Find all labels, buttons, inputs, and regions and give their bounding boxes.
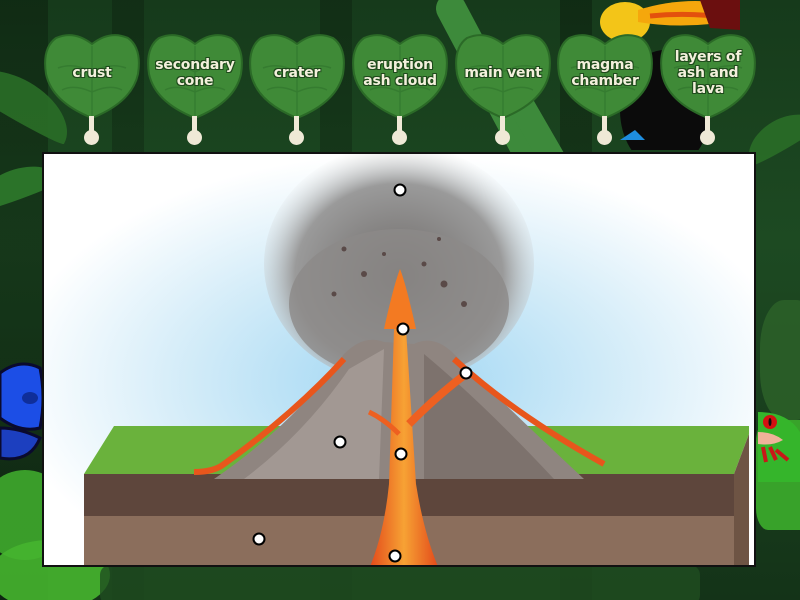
leaf-icon xyxy=(557,32,653,118)
label-pin-handle[interactable] xyxy=(495,130,510,145)
label-pin-handle[interactable] xyxy=(392,130,407,145)
label-stem xyxy=(705,116,710,134)
leaf-icon xyxy=(44,32,140,118)
label-stem xyxy=(294,116,299,134)
label-main-vent[interactable]: main vent xyxy=(453,32,553,148)
label-stem xyxy=(397,116,402,134)
label-crater[interactable]: crater xyxy=(247,32,347,148)
label-text: layers of ash and lava xyxy=(674,49,742,97)
label-pin-handle[interactable] xyxy=(84,130,99,145)
label-text: crust xyxy=(72,65,112,81)
label-text: main vent xyxy=(464,65,542,81)
label-eruption-ash-cloud[interactable]: eruption ash cloud xyxy=(350,32,450,148)
crater-target[interactable] xyxy=(396,322,410,336)
label-stem xyxy=(192,116,197,134)
leaf-icon xyxy=(352,32,448,118)
leaf-icon xyxy=(147,32,243,118)
label-text: crater xyxy=(273,65,321,81)
leaf-icon xyxy=(660,32,756,118)
label-pin-handle[interactable] xyxy=(289,130,304,145)
label-stem xyxy=(500,116,505,134)
label-text: magma chamber xyxy=(571,57,639,89)
label-stem xyxy=(89,116,94,134)
label-pin-handle[interactable] xyxy=(700,130,715,145)
leaf-icon xyxy=(455,32,551,118)
main-vent-target[interactable] xyxy=(394,447,408,461)
label-magma-chamber[interactable]: magma chamber xyxy=(555,32,655,148)
secondary-cone-target[interactable] xyxy=(459,366,473,380)
magma-chamber-target[interactable] xyxy=(388,549,402,563)
label-bank: crust secondary cone crater eruption ash… xyxy=(0,0,800,150)
leaf-icon xyxy=(249,32,345,118)
frog-illustration xyxy=(758,412,800,482)
label-layers-of-ash-and-lava[interactable]: layers of ash and lava xyxy=(658,32,758,148)
volcano-illustration xyxy=(44,154,754,565)
label-crust[interactable]: crust xyxy=(42,32,142,148)
volcano-diagram xyxy=(42,152,756,567)
ash-cloud-target[interactable] xyxy=(393,183,407,197)
label-pin-handle[interactable] xyxy=(187,130,202,145)
label-stem xyxy=(602,116,607,134)
crust-target[interactable] xyxy=(252,532,266,546)
label-pin-handle[interactable] xyxy=(597,130,612,145)
butterfly-illustration xyxy=(0,362,45,461)
label-text: eruption ash cloud xyxy=(363,57,437,89)
label-text: secondary cone xyxy=(155,57,235,89)
layers-target[interactable] xyxy=(333,435,347,449)
label-secondary-cone[interactable]: secondary cone xyxy=(145,32,245,148)
